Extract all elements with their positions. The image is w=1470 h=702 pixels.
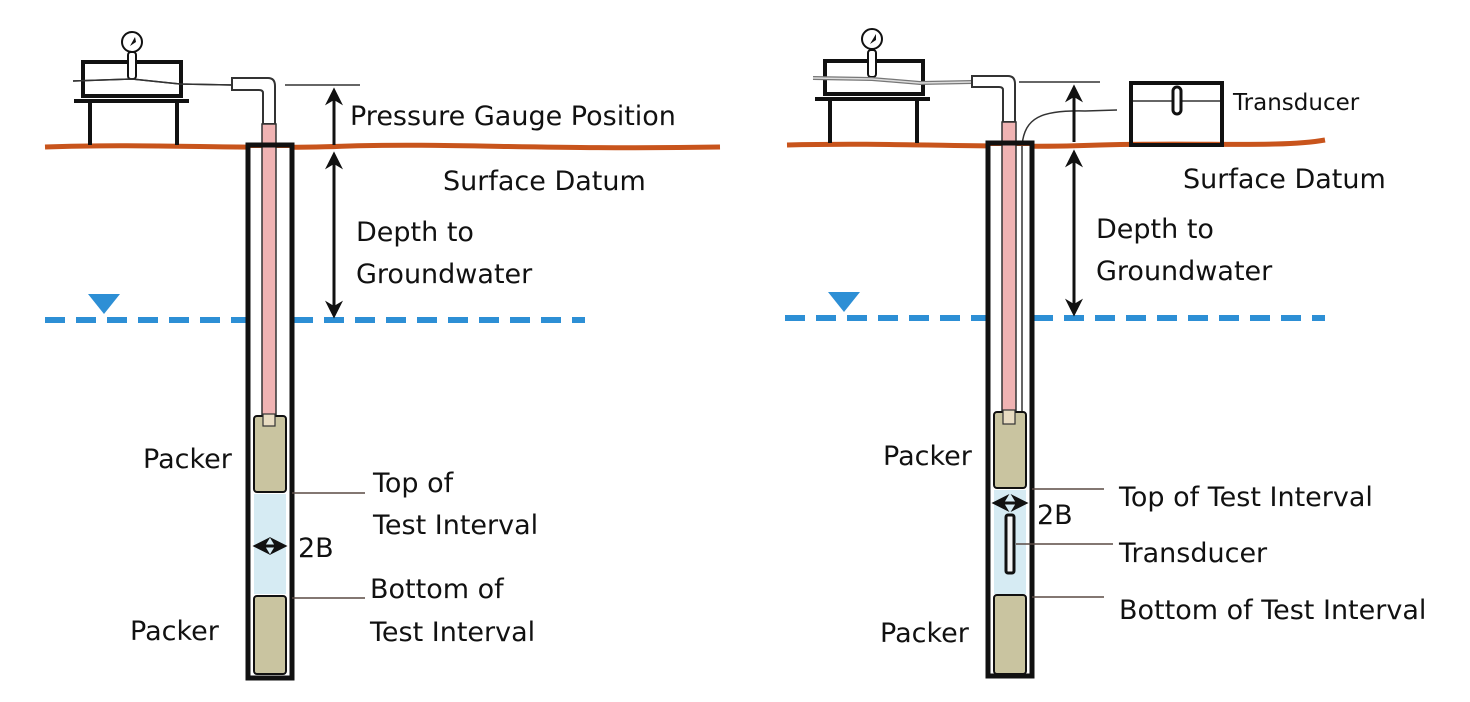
- label-surface-datum: Surface Datum: [1183, 164, 1386, 195]
- surface-elbow-pipe: [971, 75, 1016, 123]
- label-depth-to-groundwater-line2: Groundwater: [1096, 256, 1273, 287]
- test-interval: [254, 494, 286, 594]
- label-packer-bottom: Packer: [880, 618, 970, 649]
- pressure-gauge-bench: [812, 28, 973, 143]
- label-packer-top: Packer: [143, 444, 233, 475]
- label-depth-to-groundwater-line1: Depth to: [356, 217, 474, 248]
- label-bottom-of-interval-line1: Bottom of: [370, 574, 505, 605]
- label-2b: 2B: [1037, 500, 1073, 531]
- pressure-gauge-icon: [121, 31, 143, 53]
- left-borehole: [245, 123, 295, 681]
- label-bottom-of-interval-line2: Test Interval: [369, 617, 535, 648]
- water-table-triangle-icon: [88, 294, 120, 314]
- ground-surface-line: [786, 137, 1326, 149]
- pressure-gauge-icon: [861, 28, 883, 50]
- label-surface-datum: Surface Datum: [443, 166, 646, 197]
- label-pressure-gauge-position: Pressure Gauge Position: [350, 101, 676, 132]
- label-bottom-of-interval: Bottom of Test Interval: [1119, 595, 1426, 626]
- label-transducer-surface: Transducer: [1232, 90, 1360, 116]
- water-table-triangle-icon: [828, 292, 860, 312]
- label-packer-top: Packer: [883, 441, 973, 472]
- label-depth-to-groundwater-line1: Depth to: [1096, 214, 1214, 245]
- label-top-of-interval: Top of Test Interval: [1118, 482, 1373, 513]
- right-panel: Transducer Surface Datum Depth to Ground…: [785, 28, 1426, 679]
- label-top-of-interval-line1: Top of: [372, 468, 455, 499]
- label-packer-bottom: Packer: [130, 616, 220, 647]
- packer-bottom: [253, 595, 287, 675]
- transducer-cable: [1021, 109, 1118, 146]
- right-borehole: [985, 121, 1035, 679]
- surface-elbow-pipe: [231, 77, 276, 125]
- pressure-gauge-bench: [72, 31, 233, 145]
- transducer-icon: [1171, 85, 1183, 116]
- downhole-transducer: [1004, 513, 1016, 575]
- left-panel: Pressure Gauge Position Surface Datum De…: [44, 31, 721, 681]
- label-depth-to-groundwater-line2: Groundwater: [356, 259, 533, 290]
- label-top-of-interval-line2: Test Interval: [372, 510, 538, 541]
- label-2b: 2B: [298, 533, 334, 564]
- packer-bottom: [993, 594, 1027, 675]
- label-transducer-downhole: Transducer: [1118, 538, 1268, 569]
- surface-transducer-box: [1129, 81, 1224, 147]
- packer-top: [253, 415, 287, 493]
- ground-surface-line: [44, 142, 721, 151]
- tubing: [1001, 121, 1017, 415]
- tubing: [261, 123, 277, 417]
